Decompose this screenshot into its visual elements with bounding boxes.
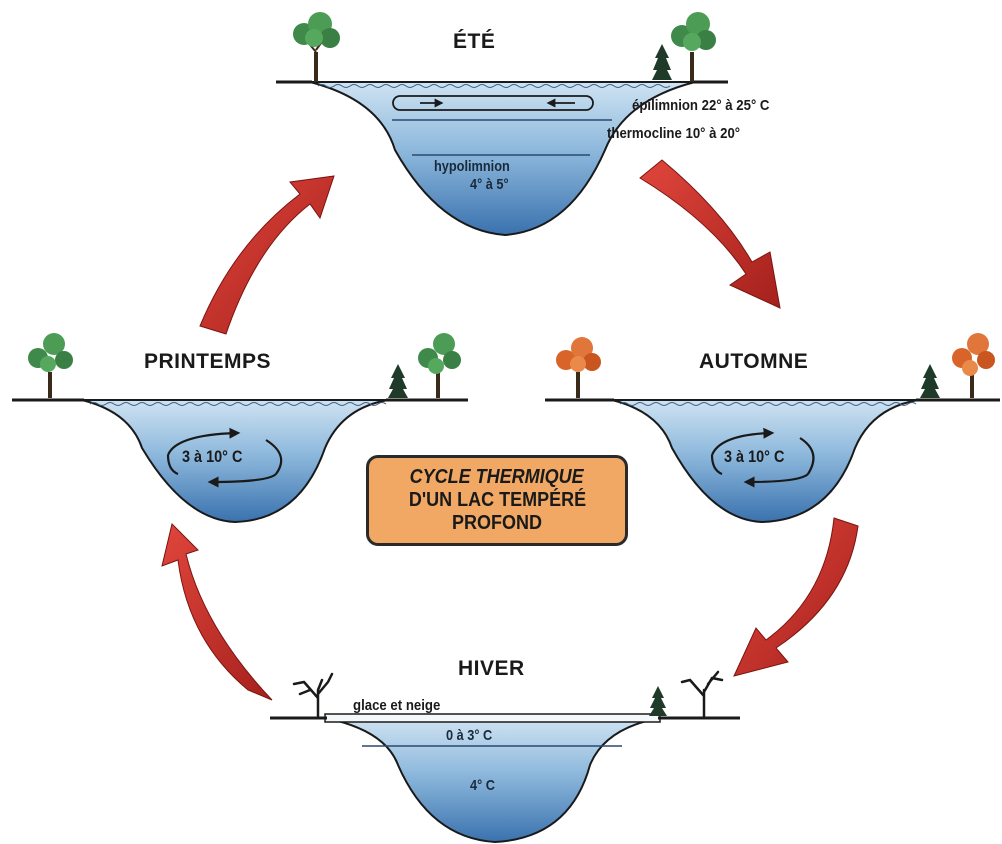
diagram-title-box: CYCLE THERMIQUE D'UN LAC TEMPÉRÉ PROFOND — [366, 455, 628, 546]
autumn-temp-label: 3 à 10° C — [724, 447, 785, 466]
thermocline-label: thermocline 10° à 20° — [607, 125, 741, 142]
winter-lake-water — [324, 717, 661, 844]
title-line-2: D'UN LAC TEMPÉRÉ — [408, 489, 586, 511]
autumn-circulation-bottom — [743, 473, 809, 488]
season-label-hiver: HIVER — [458, 657, 525, 680]
spring-lake-water — [81, 399, 389, 524]
hypolimnion-label: hypolimnion — [434, 158, 510, 175]
hypolimnion-temp-label: 4° à 5° — [470, 176, 509, 193]
epilimnion-label: épilimnion 22° à 25° C — [632, 97, 770, 114]
arrow-summer-to-autumn — [639, 159, 781, 309]
ice-snow-label: glace et neige — [353, 697, 441, 714]
autumn-lake — [545, 398, 1000, 524]
summer-tree-left-icon — [293, 12, 340, 82]
spring-circulation-right — [265, 439, 283, 475]
autumn-pine-icon — [920, 364, 940, 398]
summer-lake — [276, 80, 728, 237]
spring-circulation-left — [166, 454, 179, 476]
season-label-automne: AUTOMNE — [699, 350, 809, 373]
spring-wave-line — [89, 402, 387, 406]
season-label-ete: ÉTÉ — [453, 30, 496, 53]
summer-circulation-loop — [392, 95, 594, 111]
spring-lake — [12, 398, 468, 524]
summer-pine-icon — [652, 44, 672, 80]
winter-bare-tree-right-icon — [680, 670, 724, 718]
autumn-circulation-right — [799, 437, 815, 475]
title-line-1: CYCLE THERMIQUE — [409, 466, 585, 488]
title-line-3: PROFOND — [452, 512, 542, 534]
autumn-tree-left-icon — [556, 337, 601, 398]
winter-top-temp-label: 0 à 3° C — [446, 727, 493, 744]
spring-circulation-bottom — [207, 473, 277, 488]
spring-temp-label: 3 à 10° C — [182, 447, 243, 466]
winter-pine-icon — [649, 686, 667, 716]
arrow-winter-to-spring — [161, 523, 273, 701]
winter-ice-layer — [324, 713, 661, 723]
arrow-spring-to-summer — [199, 175, 335, 335]
autumn-tree-right-icon — [952, 333, 995, 398]
autumn-wave-line — [619, 402, 917, 406]
summer-tree-right-icon — [671, 12, 716, 82]
summer-wave-line — [317, 84, 671, 88]
winter-bare-tree-left-icon — [292, 672, 334, 718]
season-label-printemps: PRINTEMPS — [144, 350, 272, 373]
autumn-circulation-top — [710, 427, 775, 456]
autumn-circulation-left — [710, 454, 723, 476]
spring-tree-right-icon — [418, 333, 461, 398]
winter-lake — [270, 713, 740, 844]
spring-pine-icon — [388, 364, 408, 398]
autumn-lake-water — [611, 399, 919, 524]
spring-circulation-top — [166, 427, 241, 456]
arrow-autumn-to-winter — [733, 517, 859, 677]
spring-tree-left-icon — [28, 333, 73, 398]
winter-bottom-temp-label: 4° C — [470, 777, 495, 794]
